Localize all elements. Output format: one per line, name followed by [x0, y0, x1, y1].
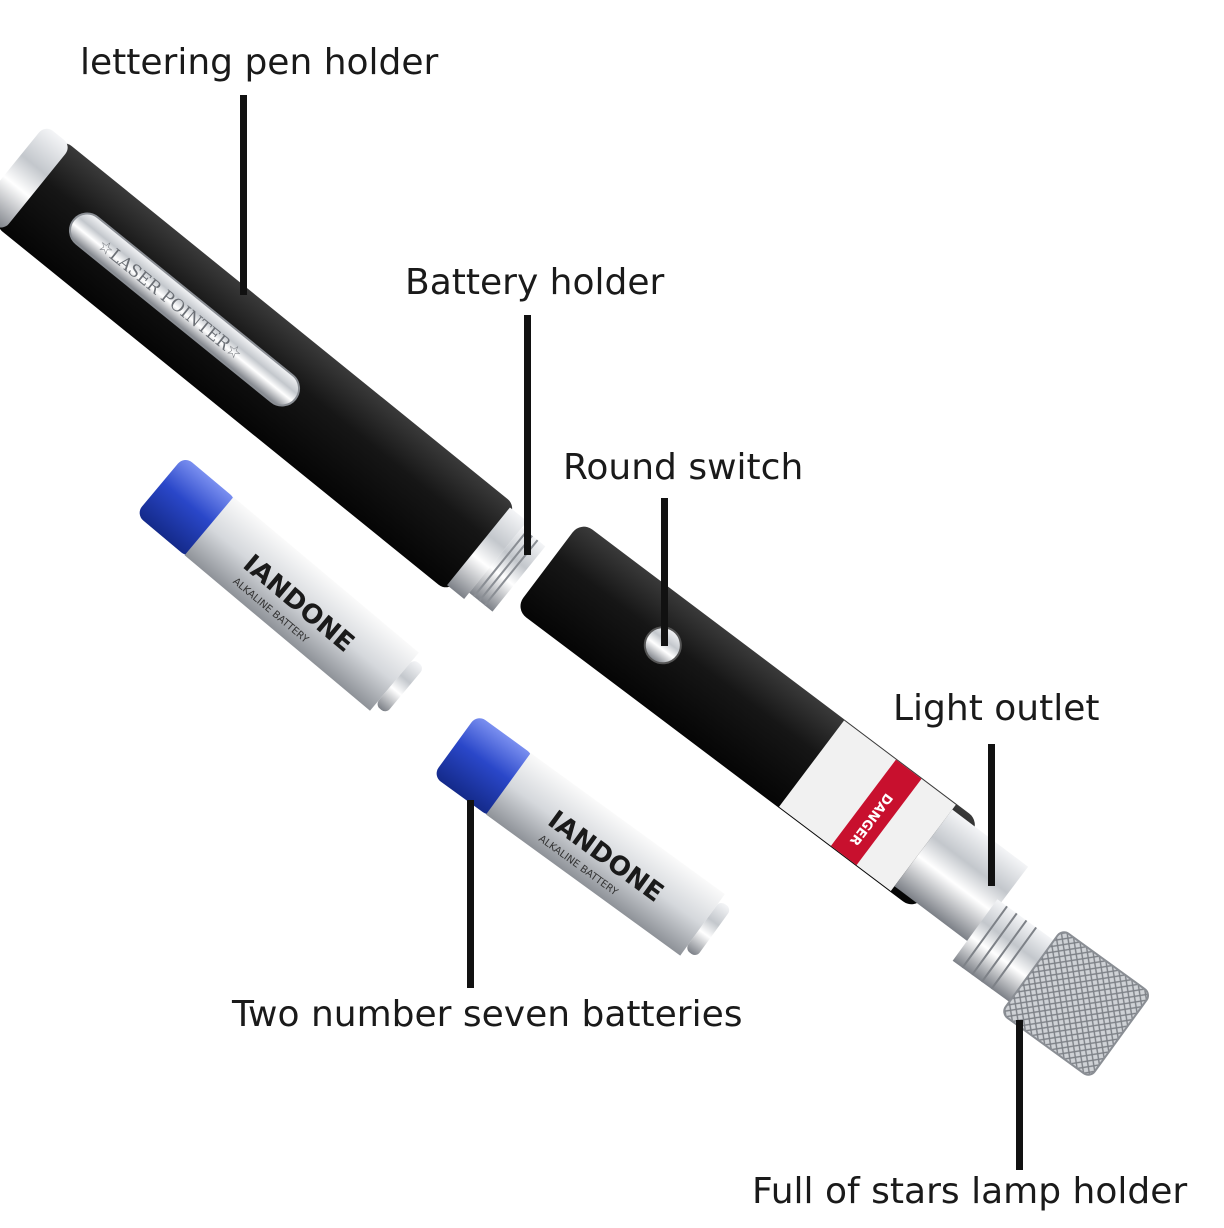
star-lamp-cap	[952, 899, 1150, 1076]
pen-clip	[68, 212, 301, 407]
leader-pen-holder	[240, 95, 247, 295]
label-light-outlet: Light outlet	[893, 688, 1100, 729]
battery-left: IANDONE ALKALINE BATTERY	[139, 459, 422, 712]
leader-round-switch	[661, 498, 668, 646]
label-lettering-pen-holder: lettering pen holder	[80, 42, 439, 83]
label-two-batteries: Two number seven batteries	[232, 994, 743, 1035]
battery-right: IANDONE ALKALINE BATTERY	[436, 718, 730, 956]
label-battery-holder: Battery holder	[405, 262, 665, 303]
leader-lamp-holder	[1016, 1020, 1023, 1170]
leader-battery-holder	[524, 315, 531, 555]
label-round-switch: Round switch	[563, 447, 804, 488]
leader-batteries	[467, 800, 474, 988]
label-lamp-holder: Full of stars lamp holder	[752, 1171, 1188, 1212]
leader-light-outlet	[988, 744, 995, 886]
